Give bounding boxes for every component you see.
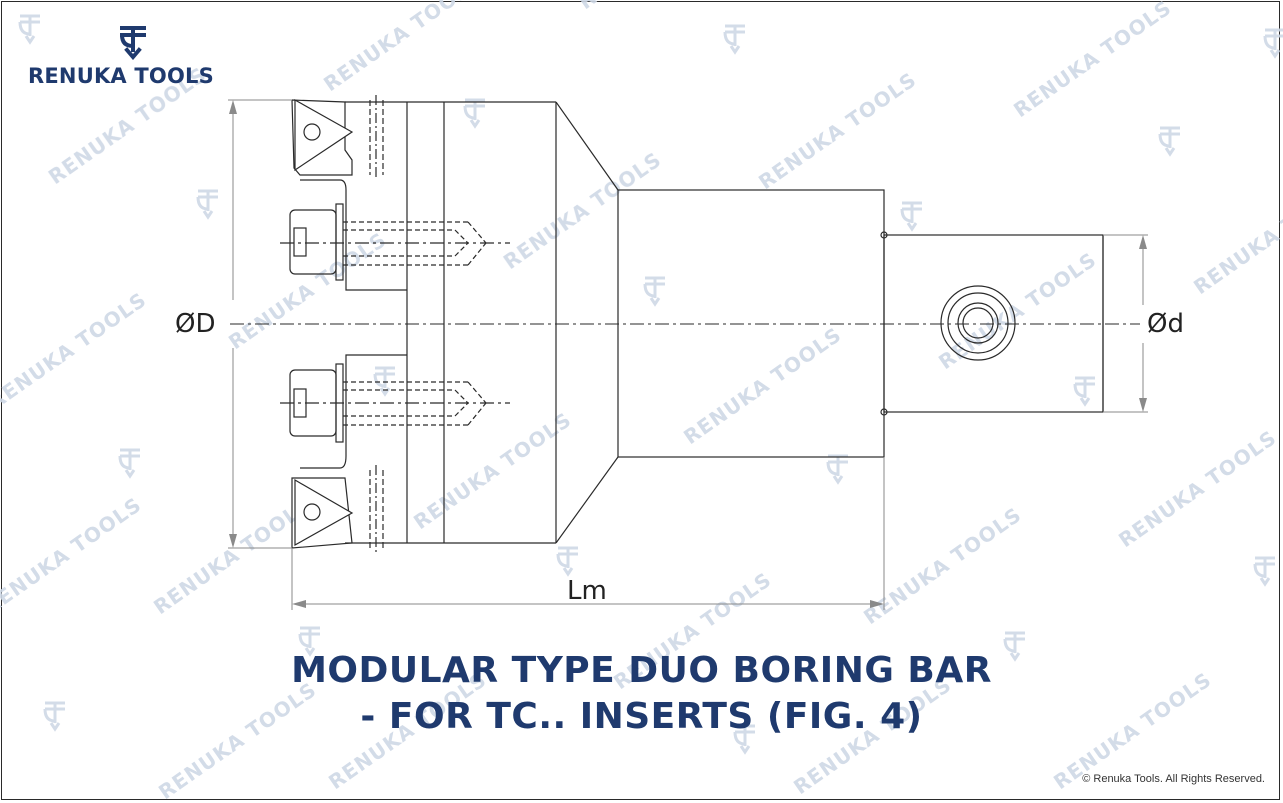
boring-bar-outline <box>280 95 1104 552</box>
watermark-text: RENUKA TOOLS <box>1009 0 1176 122</box>
watermark-mark-icon <box>826 454 850 484</box>
title-line-2: - FOR TC.. INSERTS (FIG. 4) <box>360 696 923 737</box>
watermark-text: RENUKA TOOLS <box>149 492 316 619</box>
dim-outer-diameter-label: ØD <box>175 309 216 339</box>
watermark-mark-icon <box>900 201 924 231</box>
dim-length-label: Lm <box>567 576 607 606</box>
watermark-text: RENUKA TOOLS <box>319 0 486 96</box>
copyright-text: © Renuka Tools. All Rights Reserved. <box>1082 773 1265 785</box>
watermark-text: RENUKA TOOLS <box>224 227 391 354</box>
dim-shank-diameter-label: Ød <box>1147 309 1184 339</box>
watermark-text: RENUKA TOOLS <box>574 0 741 14</box>
watermark-text: RENUKA TOOLS <box>0 492 146 619</box>
dimension-lines <box>228 99 1148 610</box>
watermark-mark-icon <box>118 448 142 478</box>
watermark-text: RENUKA TOOLS <box>1189 172 1283 299</box>
watermark-mark-icon <box>1263 28 1283 58</box>
watermark-mark-icon <box>1073 376 1097 406</box>
watermark-mark-icon <box>1253 556 1277 586</box>
title-line-1: MODULAR TYPE DUO BORING BAR <box>291 650 992 691</box>
brand-name: RENUKA TOOLS <box>28 64 214 88</box>
watermark-mark-icon <box>196 189 220 219</box>
watermark-text: RENUKA TOOLS <box>754 67 921 194</box>
brand-logo: RENUKA TOOLS <box>28 24 238 88</box>
watermark-text: RENUKA TOOLS <box>0 287 151 414</box>
watermark-mark-icon <box>1158 126 1182 156</box>
watermark-text: RENUKA TOOLS <box>1114 425 1281 552</box>
watermark-mark-icon <box>556 546 580 576</box>
watermark-text: RENUKA TOOLS <box>679 322 846 449</box>
watermark-text: RENUKA TOOLS <box>499 147 666 274</box>
watermark-mark-icon <box>723 24 747 54</box>
dimension-arrows <box>229 100 1147 608</box>
watermark-mark-icon <box>643 276 667 306</box>
watermark-mark-icon <box>463 98 487 128</box>
renuka-monogram-icon <box>119 26 146 60</box>
watermark-text: RENUKA TOOLS <box>409 407 576 534</box>
